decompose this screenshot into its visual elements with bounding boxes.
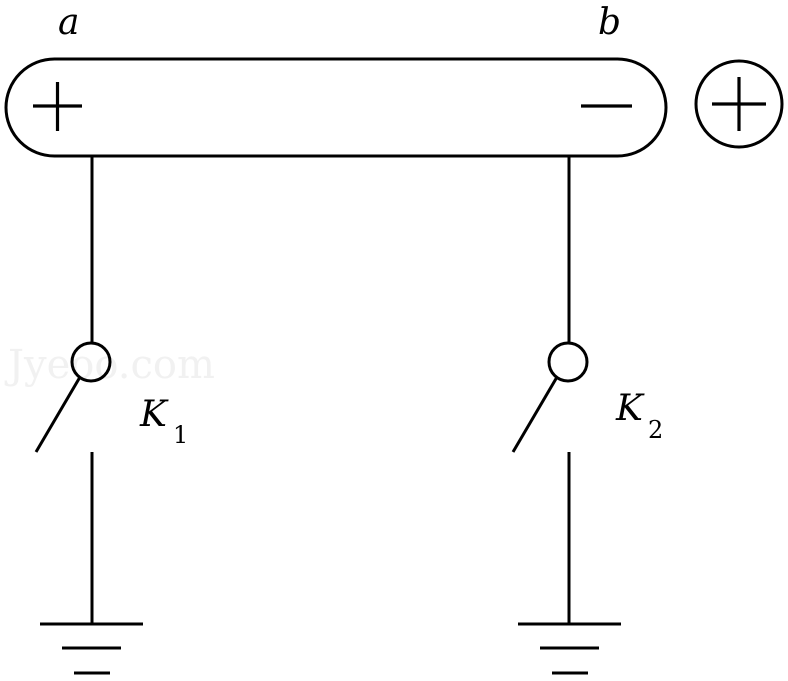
switch-k1-terminal bbox=[70, 341, 112, 383]
switch-k2-terminal bbox=[547, 341, 589, 383]
label-k1-letter: K bbox=[139, 394, 169, 435]
label-k1-subscript: 1 bbox=[173, 421, 188, 449]
conductor-rod bbox=[4, 57, 668, 158]
branch-k1: K 1 bbox=[34, 156, 188, 675]
label-k2-subscript: 2 bbox=[648, 416, 663, 444]
ground-icon-k2 bbox=[518, 622, 621, 675]
ground-icon-k1 bbox=[40, 622, 143, 675]
switch-k2-blade bbox=[511, 376, 559, 453]
label-end-a: a bbox=[58, 2, 79, 43]
label-end-b: b bbox=[598, 2, 621, 43]
label-k2-letter: K bbox=[615, 388, 645, 429]
external-positive-charge-icon bbox=[694, 59, 784, 149]
branch-k2: K 2 bbox=[511, 156, 663, 675]
switch-k1-blade bbox=[34, 376, 82, 453]
plus-icon-end-a bbox=[33, 82, 82, 131]
